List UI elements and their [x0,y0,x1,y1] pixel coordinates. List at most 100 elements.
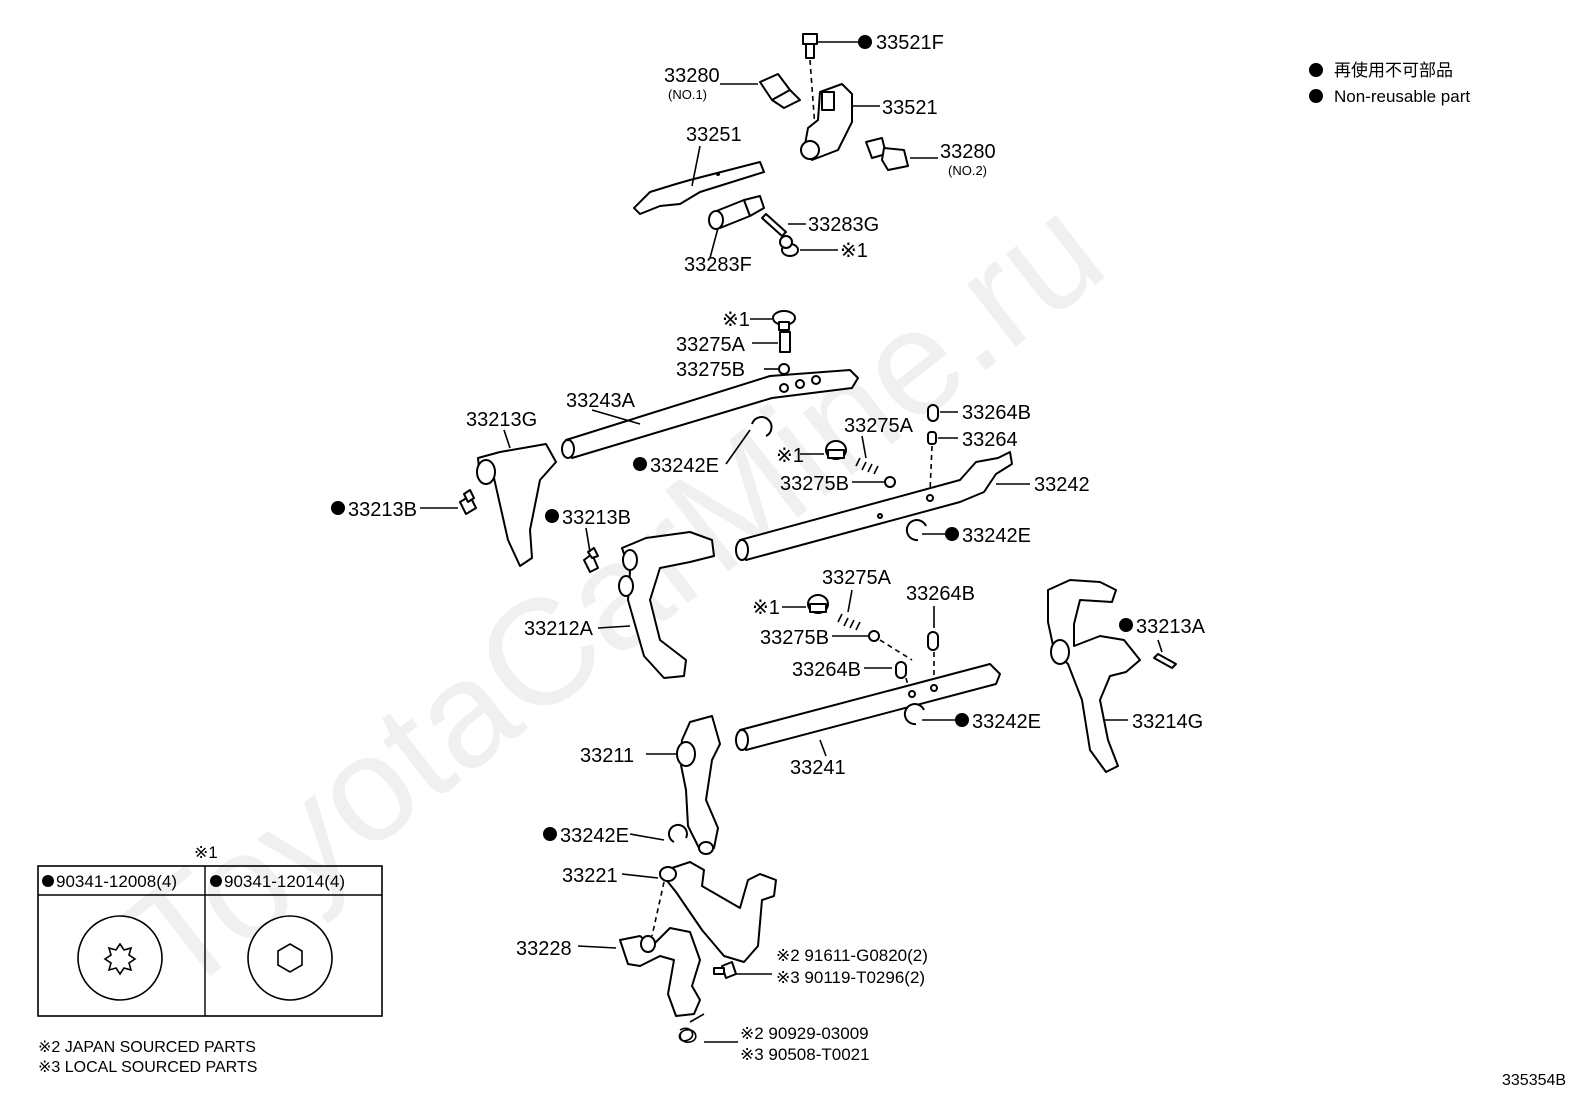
legend: 再使用不可部品 Non-reusable part [1309,60,1470,106]
torx-screw-head-icon [77,915,163,1001]
label-33275b-b: 33275B [780,473,849,495]
bolt-33521f-icon [802,33,818,59]
label-33242: 33242 [1034,474,1090,496]
label-33283g: 33283G [808,214,879,236]
label-33213b-b: 33213B [562,507,631,529]
note1-table: ※1 90341-12008(4) 90341-12014(4) [37,843,383,1017]
label-33242e-b: 33242E [962,525,1031,547]
table-col2-header: 90341-12014(4) [224,872,345,891]
label-90119-t0296: ※3 90119-T0296(2) [776,968,925,987]
label-33228: 33228 [516,938,572,960]
spring-33275a-a-icon [779,331,791,353]
clip-33242e-c-icon [903,703,925,726]
pin-33264b-c-icon [895,661,907,679]
bolt-33213b-b-icon [583,547,599,573]
label-90929-03009: ※2 90929-03009 [740,1024,869,1043]
screw-note1-a-icon [779,235,799,257]
label-note1-c: ※1 [776,445,804,467]
table-col1-header: 90341-12008(4) [56,872,177,891]
clip-33242e-a-icon [751,416,773,437]
lower-lever-assembly [543,715,777,1043]
label-90508-t0021: ※3 90508-T0021 [740,1045,870,1064]
fork-33213g-icon [476,443,557,567]
label-33213g: 33213G [466,409,537,431]
legend-jp: 再使用不可部品 [1334,60,1453,80]
label-33521: 33521 [882,97,938,119]
footnotes: ※2 JAPAN SOURCED PARTS ※3 LOCAL SOURCED … [38,1039,257,1076]
fork-33212a-icon [618,531,715,679]
label-33275b-a: 33275B [676,359,745,381]
pin-33264-icon [927,431,937,445]
pin-33264b-a-icon [927,404,939,422]
spring-33275a-c-icon [837,613,861,631]
label-33283f: 33283F [684,254,752,276]
label-33212a: 33212A [524,618,594,640]
footnote-local: ※3 LOCAL SOURCED PARTS [38,1059,257,1076]
label-33214g: 33214G [1132,711,1203,733]
label-33264b-b: 33264B [906,583,975,605]
diagram-id: 335354B [1502,1072,1566,1089]
legend-en: Non-reusable part [1334,87,1470,106]
label-33280-no1: 33280 [664,65,720,87]
label-33275b-c: 33275B [760,627,829,649]
shift-rail-33241 [735,579,1177,773]
lever-33521-icon [800,83,853,161]
label-33275a-c: 33275A [822,567,892,589]
pin-33283g-icon [761,213,787,237]
label-33264b-c: 33264B [792,659,861,681]
plug-33280-no1-icon [759,73,801,109]
rail-33243a-icon [561,369,859,459]
label-33243a: 33243A [566,390,636,412]
label-33280-no2: 33280 [940,141,996,163]
label-33275a-b: 33275A [844,415,914,437]
label-note1-d: ※1 [752,597,780,619]
label-91611-g0820: ※2 91611-G0820(2) [776,946,928,965]
legend-bullet-icon [1309,63,1323,77]
callout-labels: 33521F 33280 (NO.1) 33521 33251 33280 (N… [348,32,1206,1064]
legend-bullet-icon [1309,89,1323,103]
lever-33211-icon [676,715,721,855]
label-33213a: 33213A [1136,616,1206,638]
label-33213b-a: 33213B [348,499,417,521]
shift-lever-assembly [633,33,938,259]
plug-note1-c-icon [825,440,847,460]
shift-rail-33242 [545,404,1030,679]
clip-33242e-d-icon [667,823,688,843]
rail-33242-icon [735,451,1013,561]
table-title: ※1 [194,843,218,862]
fork-33214g-icon [1047,579,1141,773]
label-33242e-d: 33242E [560,825,629,847]
label-33280-no2-sub: (NO.2) [948,163,987,178]
lever-33228-icon [619,927,701,1017]
label-33242e-c: 33242E [972,711,1041,733]
bracket-33221-icon [659,861,777,963]
plug-note1-d-icon [807,594,829,614]
label-33521f: 33521F [876,32,944,54]
watermark: ToyotaCarMine.ru [96,164,1132,1025]
spring-33275a-b-icon [855,457,879,475]
label-33280-no1-sub: (NO.1) [668,87,707,102]
label-33211: 33211 [580,745,634,767]
plunger-33283f-icon [708,195,765,230]
label-33241: 33241 [790,757,846,779]
label-note1-a: ※1 [840,240,868,262]
shaft-33251-icon [633,161,765,215]
bolt-91611-icon [713,961,737,979]
label-33275a-a: 33275A [676,334,746,356]
rail-33241-icon [735,663,1001,751]
label-33251: 33251 [686,124,742,146]
pin-33213a-icon [1153,653,1177,669]
label-33242e-a: 33242E [650,455,719,477]
spring-90929-icon [678,1013,705,1043]
label-note1-b: ※1 [722,309,750,331]
shift-rail-33243a [331,310,859,567]
clip-33242e-b-icon [905,519,927,542]
bolt-33213b-a-icon [459,489,477,515]
pin-33264b-b-icon [927,631,939,651]
screw-note1-b-icon [772,310,796,331]
label-33264b-a: 33264B [962,402,1031,424]
hex-screw-head-icon [247,915,333,1001]
footnote-japan: ※2 JAPAN SOURCED PARTS [38,1039,256,1056]
plug-33280-no2-icon [865,137,909,171]
